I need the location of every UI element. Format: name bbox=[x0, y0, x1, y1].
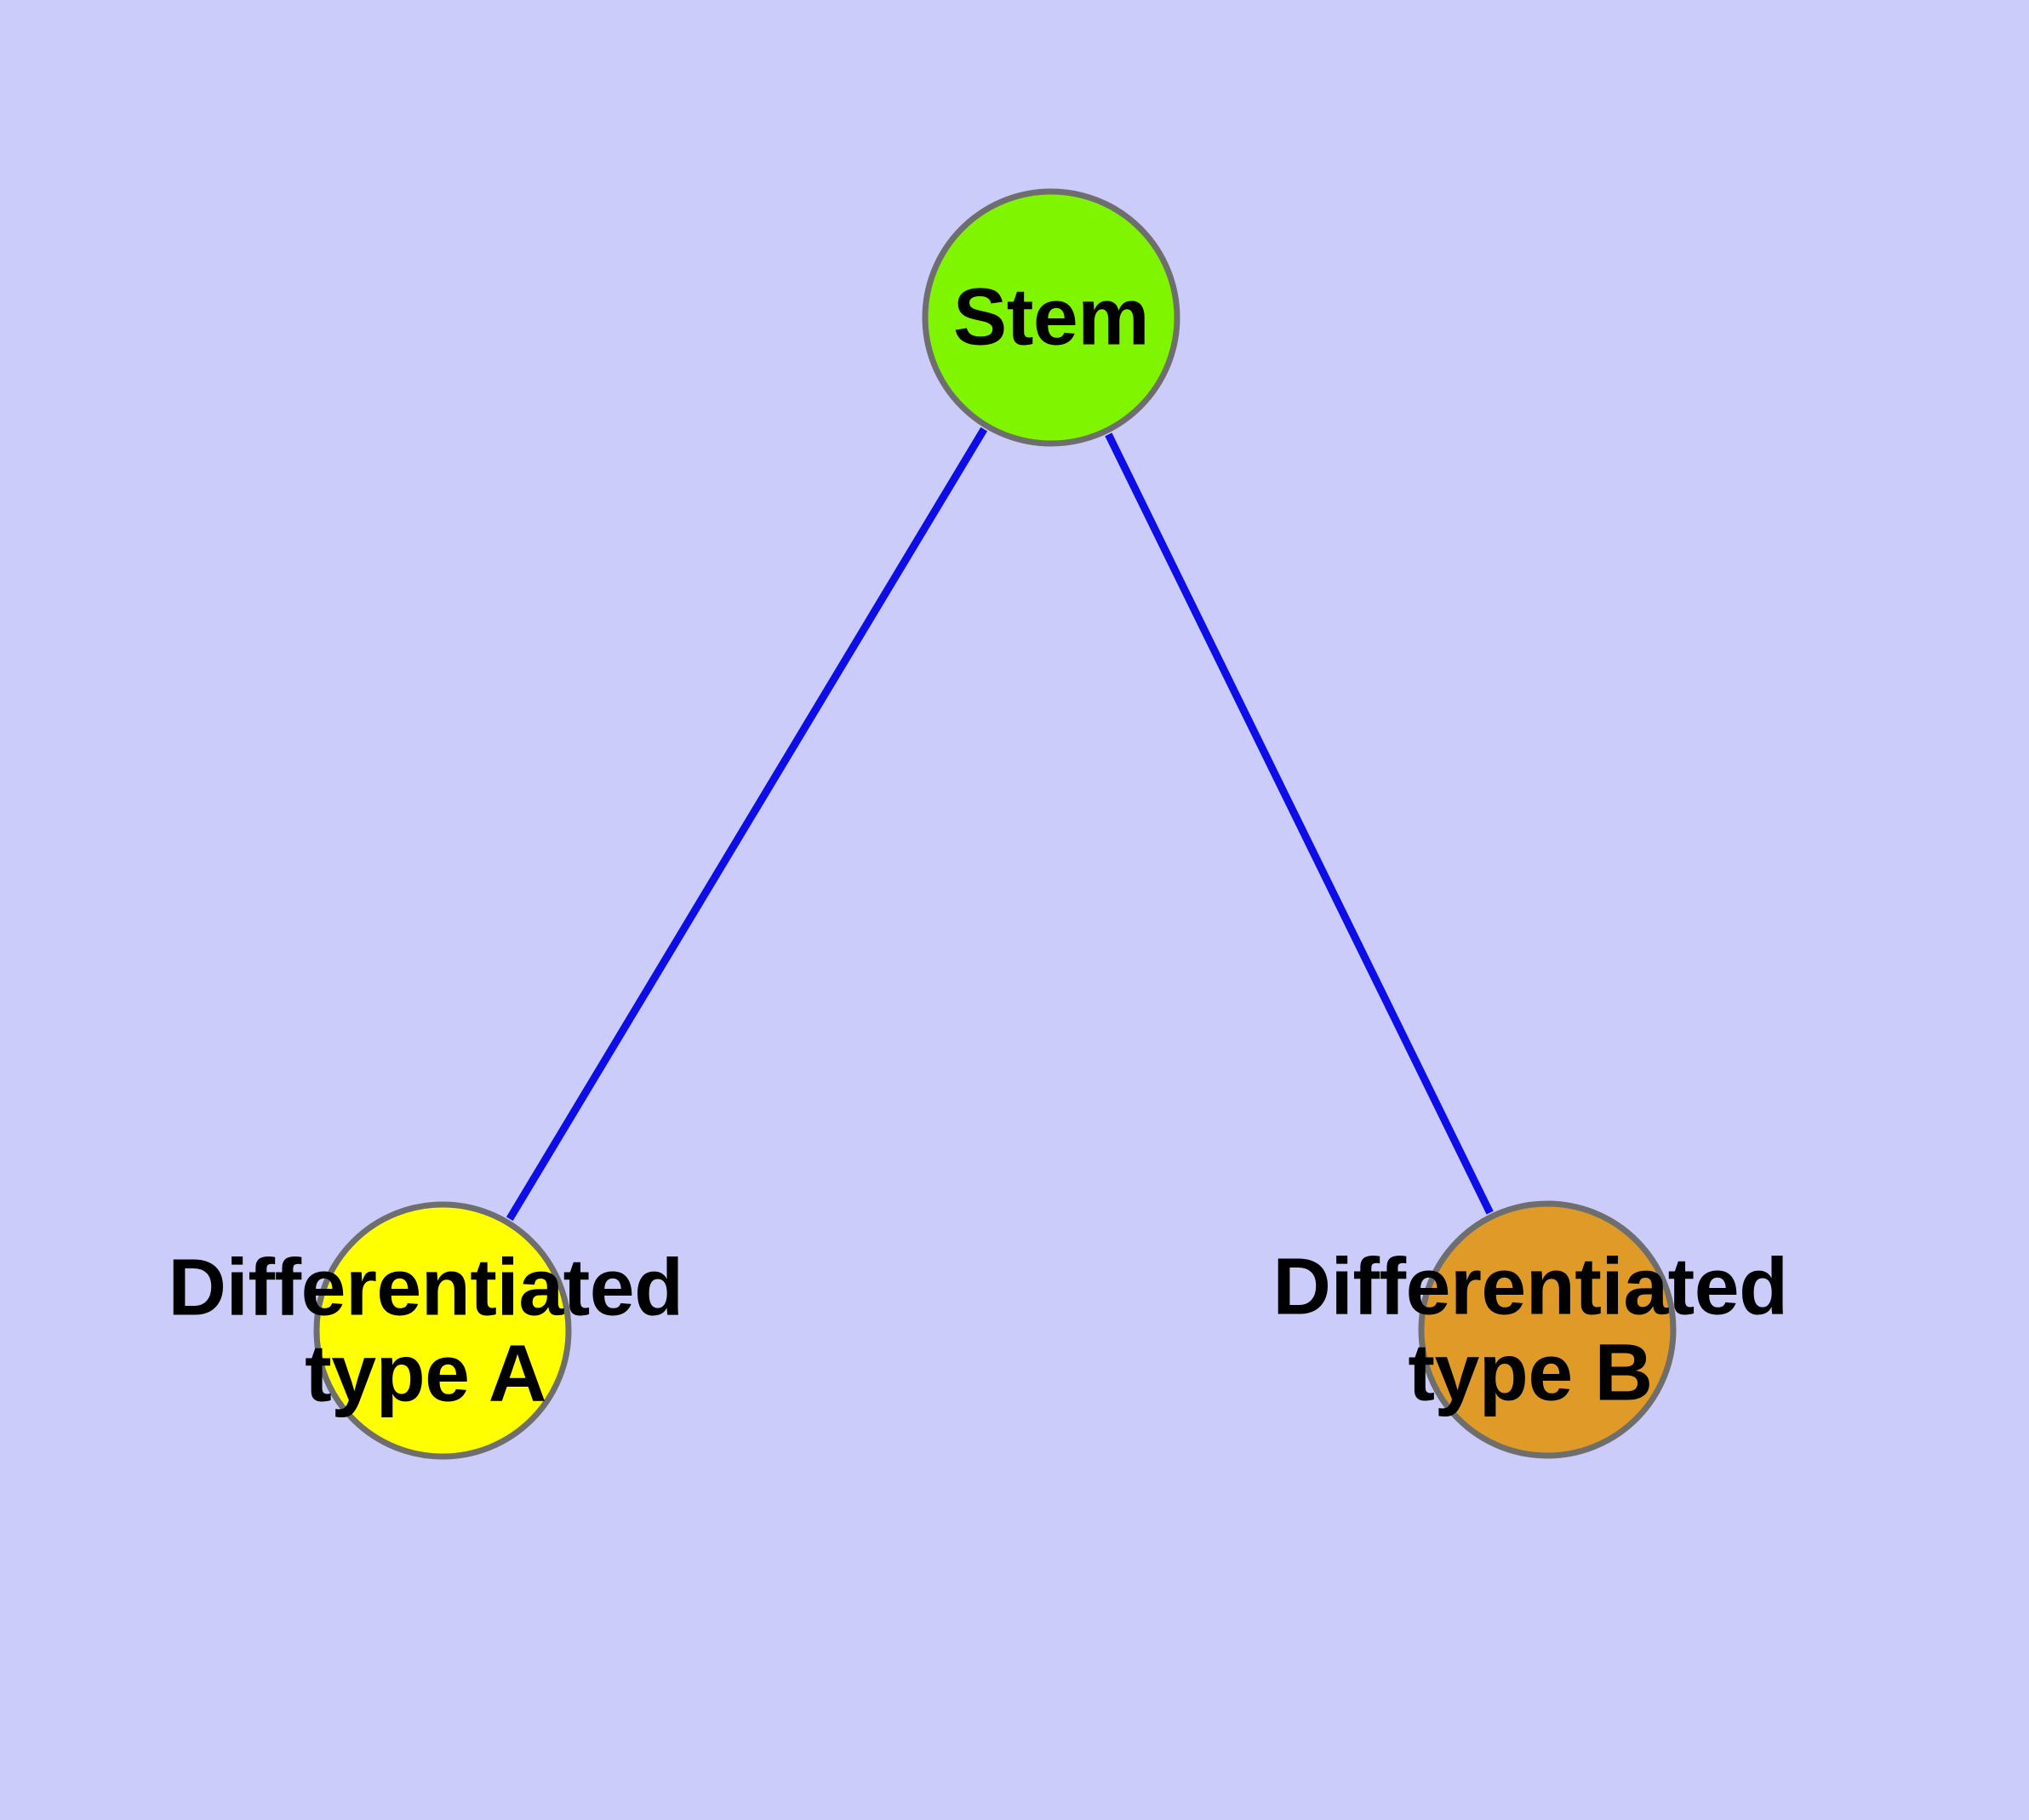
node-stem[interactable] bbox=[922, 188, 1180, 447]
edge-layer bbox=[506, 426, 1494, 1222]
edge-stem-to-diff-a[interactable] bbox=[506, 426, 988, 1222]
node-differentiated-type-a[interactable] bbox=[313, 1201, 572, 1460]
edge-stem-to-diff-b[interactable] bbox=[1105, 432, 1494, 1215]
node-differentiated-type-b[interactable] bbox=[1418, 1200, 1677, 1459]
node-layer bbox=[313, 188, 1677, 1460]
